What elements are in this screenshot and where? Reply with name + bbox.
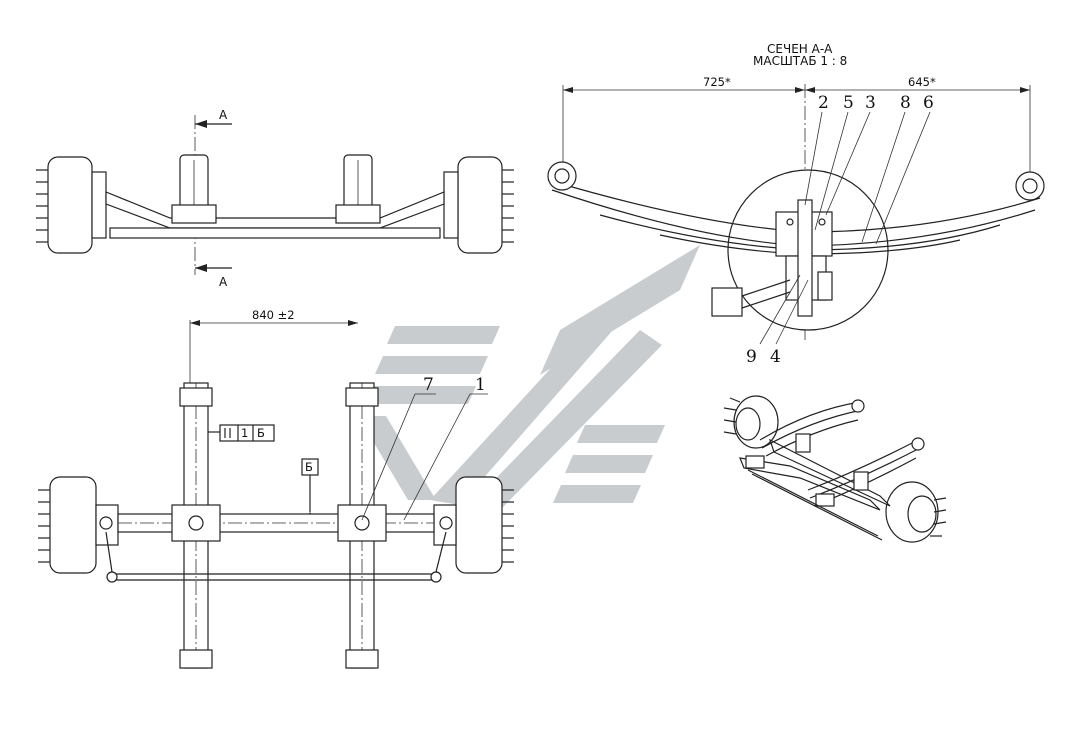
plan-view: 840 ±2 1 Б Б: [38, 308, 514, 669]
section-marker-bottom: А: [219, 275, 228, 289]
tolerance-datum: Б: [257, 426, 265, 440]
section-scale: МАСШТАБ 1 : 8: [753, 54, 847, 68]
section-marker-top: А: [219, 108, 228, 122]
callout-2: 2: [818, 93, 829, 113]
dimension-725: 725*: [703, 75, 731, 89]
callout-3: 3: [865, 93, 876, 113]
section-view: СЕЧЕН А-А МАСШТАБ 1 : 8 725* 645*: [547, 42, 1045, 367]
callout-9: 9: [746, 347, 757, 367]
callout-5: 5: [843, 93, 854, 113]
datum-label: Б: [305, 460, 313, 474]
callout-1: 1: [475, 375, 486, 395]
front-view: А А: [36, 108, 514, 289]
dimension-645: 645*: [908, 75, 936, 89]
tolerance-value: 1: [241, 426, 248, 440]
callout-7: 7: [423, 375, 434, 395]
section-title: СЕЧЕН А-А: [767, 42, 833, 56]
isometric-view: [723, 395, 947, 543]
dimension-840: 840 ±2: [252, 308, 295, 322]
callout-4: 4: [770, 347, 781, 367]
callout-6: 6: [923, 93, 934, 113]
callout-8: 8: [900, 93, 911, 113]
watermark-logo: [358, 245, 700, 510]
